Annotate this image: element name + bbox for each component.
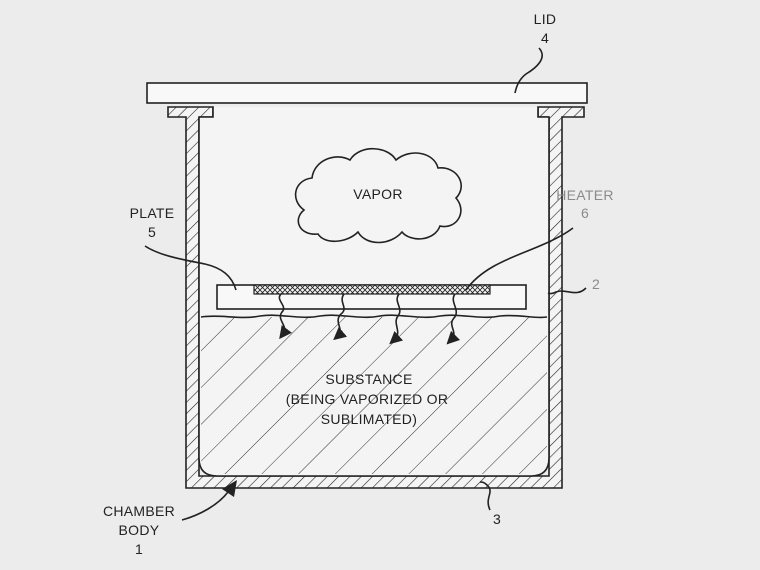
lid-ref: 4 — [541, 30, 549, 46]
substance-label-line2: (BEING VAPORIZED OR — [286, 391, 449, 407]
substance-label-line3: SUBLIMATED) — [321, 411, 417, 427]
heater-leader — [465, 227, 574, 291]
substance-surface — [200, 314, 548, 319]
vapor-label: VAPOR — [353, 186, 402, 202]
plate-ref: 5 — [148, 224, 156, 240]
vapor-cloud — [294, 147, 462, 244]
heater-ref: 6 — [581, 205, 589, 221]
heat-arrows — [278, 293, 461, 345]
chamber-body-arrow — [181, 491, 229, 521]
chamber-label-line2: BODY — [119, 522, 160, 538]
chamber-ref: 1 — [135, 541, 143, 557]
substance — [201, 317, 547, 474]
lid — [146, 82, 588, 104]
bottom-ref: 3 — [493, 511, 501, 527]
bottom-leader — [479, 481, 491, 511]
plate-leader — [144, 245, 237, 291]
wall-leader — [547, 287, 587, 295]
substance-label-line1: SUBSTANCE — [325, 371, 412, 387]
lid-name: LID — [534, 11, 557, 27]
plate-name: PLATE — [130, 205, 175, 221]
heater-name: HEATER — [556, 187, 614, 203]
wall-ref: 2 — [592, 276, 600, 292]
lid-leader — [514, 47, 543, 94]
chamber-label-line1: CHAMBER — [103, 503, 175, 519]
heater — [253, 284, 491, 295]
